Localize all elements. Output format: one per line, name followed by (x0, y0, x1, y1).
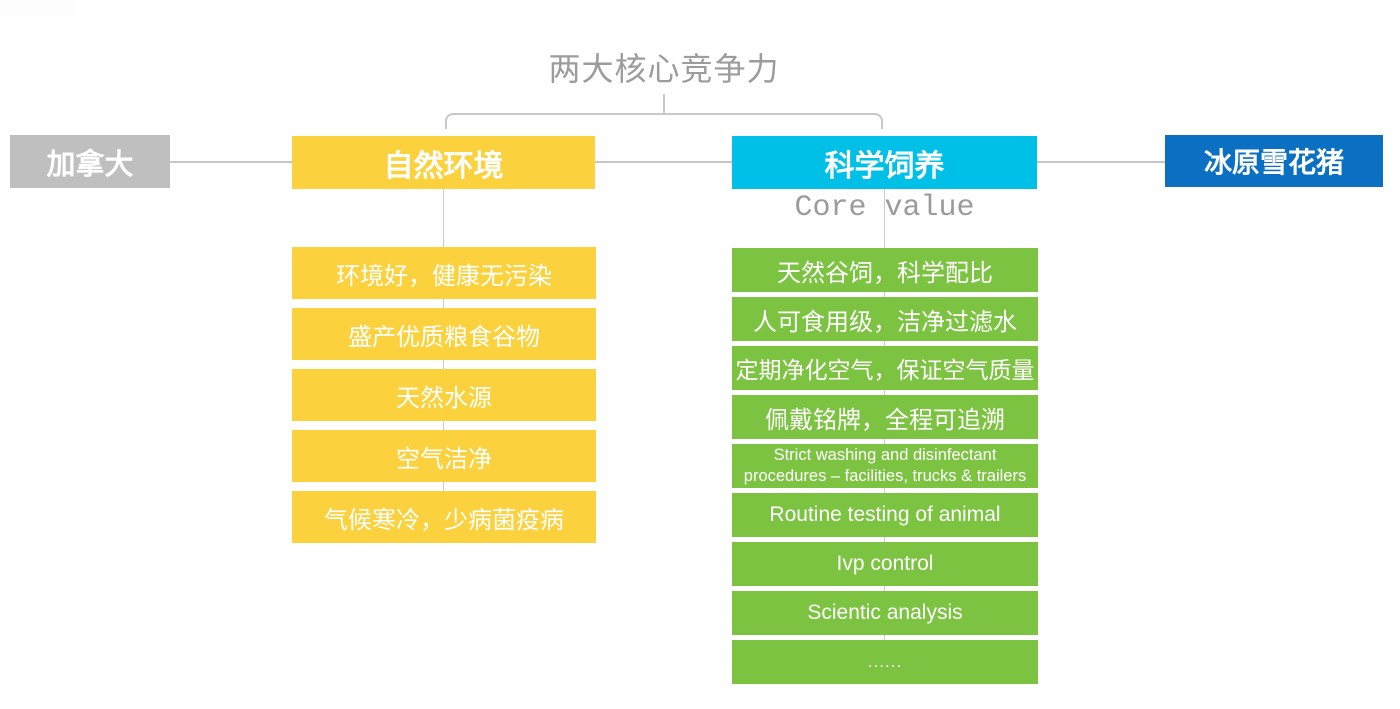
page-title: 两大核心竞争力 (548, 51, 780, 87)
connector-line-canada-natural (170, 161, 292, 163)
scientific-item: 天然谷饲，科学配比 (732, 248, 1038, 292)
natural-item: 天然水源 (292, 369, 596, 421)
connector-line-scientific-product (1037, 161, 1165, 163)
scientific-item: ...... (732, 640, 1038, 684)
node-natural-environment: 自然环境 (292, 136, 595, 189)
natural-item: 空气洁净 (292, 430, 596, 482)
natural-item: 环境好，健康无污染 (292, 247, 596, 299)
core-value-label: Core value (794, 191, 975, 225)
node-product: 冰原雪花猪 (1165, 135, 1383, 187)
node-scientific-feeding: 科学饲养 (732, 136, 1037, 189)
bracket-connector (445, 113, 883, 129)
node-canada: 加拿大 (10, 135, 170, 188)
natural-item: 盛产优质粮食谷物 (292, 308, 596, 360)
scientific-item: 人可食用级，洁净过滤水 (732, 297, 1038, 341)
scientific-item: 定期净化空气，保证空气质量 (732, 346, 1038, 390)
title-connector-stub (663, 94, 665, 113)
scientific-item: Ivp control (732, 542, 1038, 586)
scientific-item: Routine testing of animal (732, 493, 1038, 537)
corner-artifact (0, 0, 75, 16)
connector-line-natural-scientific (595, 161, 732, 163)
scientific-item: Strict washing and disinfectant procedur… (732, 444, 1038, 488)
scientific-item: Scientic analysis (732, 591, 1038, 635)
natural-item: 气候寒冷，少病菌疫病 (292, 491, 596, 543)
scientific-item: 佩戴铭牌，全程可追溯 (732, 395, 1038, 439)
